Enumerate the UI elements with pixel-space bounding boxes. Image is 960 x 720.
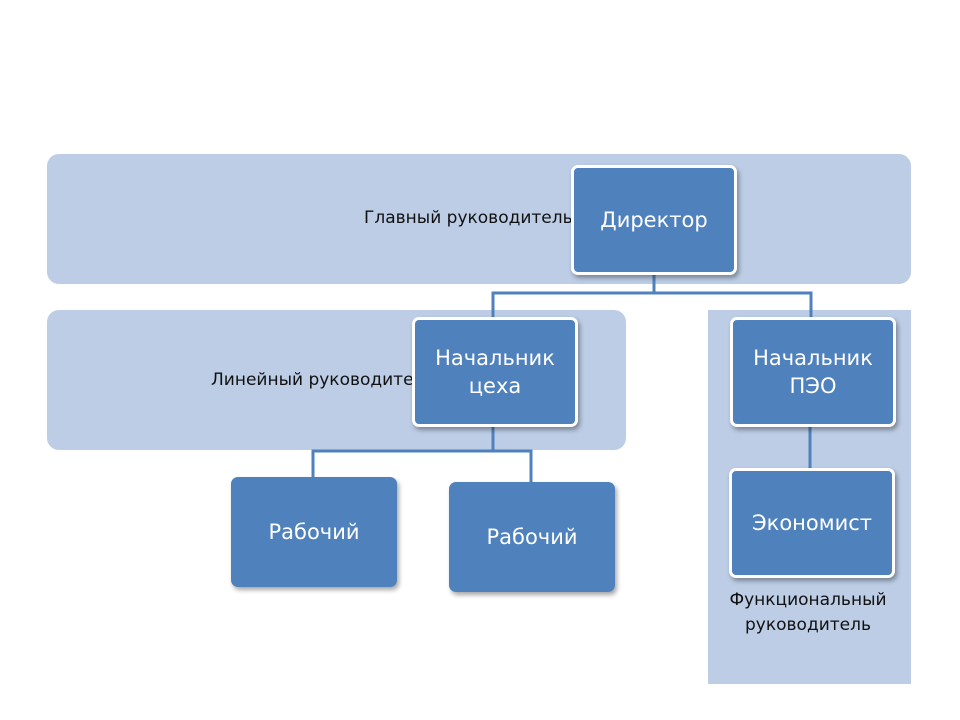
director-node: Директор bbox=[571, 165, 737, 275]
worker-node-2: Рабочий bbox=[449, 482, 615, 592]
economist-label: Экономист bbox=[751, 510, 873, 535]
shop-head-node: Начальник цеха bbox=[412, 317, 578, 427]
main-manager-band bbox=[47, 154, 911, 284]
director-label: Директор bbox=[600, 207, 708, 232]
main-manager-label: Главный руководитель bbox=[364, 208, 573, 228]
economist-node: Экономист bbox=[729, 468, 895, 578]
line-manager-label: Линейный руководитель bbox=[211, 370, 435, 390]
shop-head-connector bbox=[311, 424, 533, 484]
shop-head-label: Начальник цеха bbox=[435, 345, 555, 398]
peo-head-label: Начальник ПЭО bbox=[753, 345, 873, 398]
director-connector bbox=[491, 270, 813, 318]
functional-manager-label: Функциональный руководитель bbox=[729, 590, 887, 635]
worker-label-1: Рабочий bbox=[268, 519, 360, 544]
worker-label-2: Рабочий bbox=[486, 524, 578, 549]
worker-node-1: Рабочий bbox=[231, 477, 397, 587]
peo-head-node: Начальник ПЭО bbox=[730, 317, 896, 427]
